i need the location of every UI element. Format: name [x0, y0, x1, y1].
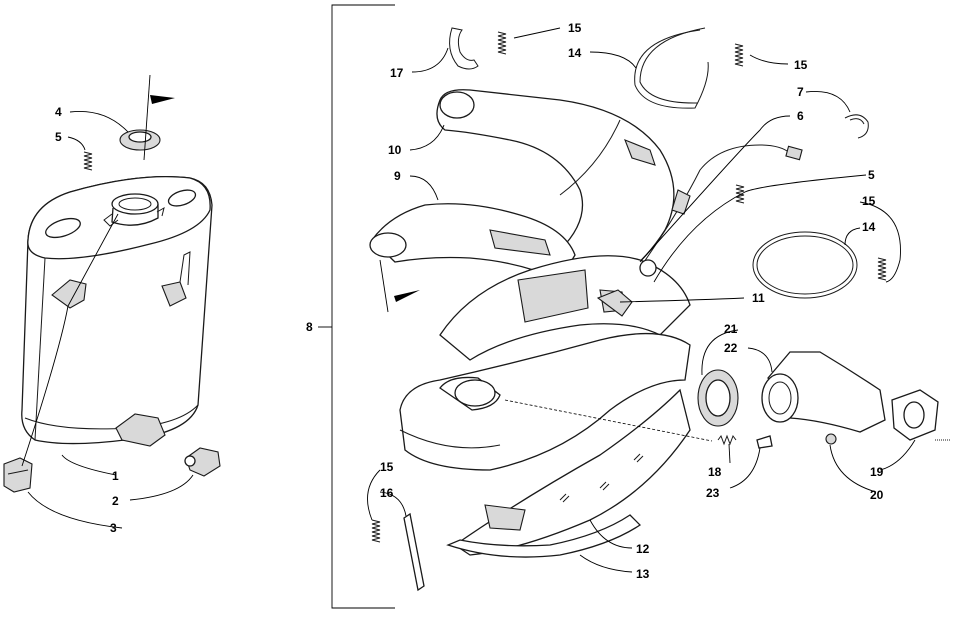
callout-21: 21	[724, 322, 738, 336]
callout-19: 19	[870, 465, 884, 479]
callout-3: 3	[110, 521, 117, 535]
nut-20	[825, 433, 837, 445]
callout-18: 18	[708, 465, 722, 479]
strip-16	[403, 512, 425, 592]
band-clamp-14-lower	[752, 231, 858, 299]
muffler-canister	[21, 175, 213, 447]
callout-20: 20	[870, 488, 884, 502]
clip-7	[844, 114, 869, 139]
callout-8: 8	[306, 320, 313, 334]
callout-7: 7	[797, 85, 804, 99]
rubber-mount-2	[184, 447, 221, 477]
bracket-8	[331, 4, 395, 609]
spring-15-lower	[877, 257, 887, 281]
callout-17: 17	[390, 66, 404, 80]
spring-5-right	[735, 184, 745, 204]
sensor-6	[643, 144, 791, 263]
rubber-mount-3	[3, 457, 33, 493]
callout-15-top: 15	[568, 21, 582, 35]
spring-5-left	[83, 151, 93, 171]
callout-23: 23	[706, 486, 720, 500]
direction-arrow-left	[150, 95, 175, 104]
heat-shield-13	[446, 504, 642, 558]
band-clamp-14-top	[634, 29, 709, 109]
seal-ring-21	[697, 369, 739, 427]
leader-lines	[21, 27, 916, 573]
header-pipe-9	[369, 203, 576, 281]
callout-labels: 1 2 3 4 5 5 6 7 8 9 10 11 12 13 14 14 15…	[55, 21, 884, 581]
spring-15-right	[734, 43, 744, 67]
callout-2: 2	[112, 494, 119, 508]
callout-15-lower: 15	[862, 194, 876, 208]
callout-15-bottom: 15	[380, 460, 394, 474]
callout-22: 22	[724, 341, 738, 355]
direction-arrow-main	[394, 290, 420, 302]
spring-15-bottom	[371, 519, 381, 543]
callout-16: 16	[380, 486, 394, 500]
callout-14-lower: 14	[862, 220, 876, 234]
callout-9: 9	[394, 169, 401, 183]
callout-6: 6	[797, 109, 804, 123]
spring-18	[717, 434, 737, 446]
clamp-17	[449, 27, 479, 70]
spring-15-top	[497, 31, 507, 55]
exhaust-flange-22	[761, 351, 886, 433]
callout-13: 13	[636, 567, 650, 581]
callout-5-right: 5	[868, 168, 875, 182]
callout-4: 4	[55, 105, 62, 119]
callout-15-right: 15	[794, 58, 808, 72]
callout-12: 12	[636, 542, 650, 556]
grommet-4	[119, 129, 161, 151]
gasket-19	[891, 389, 939, 441]
callout-11: 11	[752, 291, 765, 305]
muffler-shell-lower	[399, 332, 691, 471]
plug-23	[756, 435, 773, 449]
callout-14-top: 14	[568, 46, 582, 60]
callout-5-left: 5	[55, 130, 62, 144]
callout-1: 1	[112, 469, 119, 483]
callout-10: 10	[388, 143, 402, 157]
